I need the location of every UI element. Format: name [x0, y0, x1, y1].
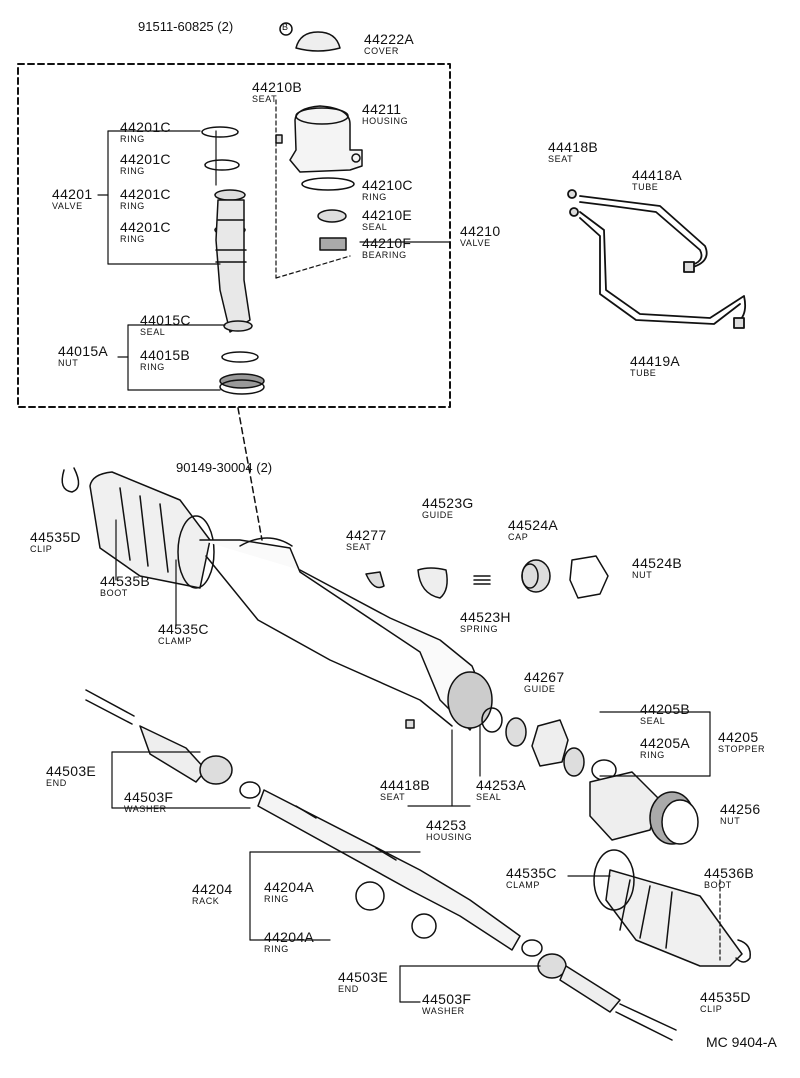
ring-2-part [204, 159, 240, 171]
clamp-44535c-part [177, 515, 215, 589]
rack-44204-part [257, 789, 521, 951]
ring-44204a-upper-part [355, 881, 385, 911]
clamp-right-part [593, 849, 635, 911]
seal-44205b-part [563, 747, 585, 777]
bearing-44210f-part [319, 237, 347, 251]
seal-44015c-part [223, 320, 253, 332]
ring-1-part [201, 126, 239, 138]
seal-44210e-part [317, 209, 347, 223]
nut-44256-part [649, 791, 699, 845]
seat-44277-part [365, 571, 385, 589]
screw-ref-middle: 90149-30004 (2) [176, 460, 273, 475]
washer-right-part [521, 939, 543, 957]
seat-44210b-part [275, 134, 283, 144]
guide-44523g-part [417, 567, 448, 599]
spring-44523h-part [473, 575, 491, 585]
washer-left-part [239, 781, 261, 799]
gear-housing-part [199, 537, 487, 731]
circle-b-marker [279, 22, 293, 36]
seal-44253a-inner-part [505, 717, 527, 747]
guide-44267-part [531, 719, 569, 767]
ring-44204a-lower-part [411, 913, 437, 939]
ring-44015b-part [221, 351, 259, 363]
housing-bore [447, 671, 493, 729]
tie-rod-end-left-part [85, 689, 233, 785]
valve-to-housing-dashline [237, 407, 263, 541]
nut-44015a-part [219, 373, 265, 395]
cover-44222a-part [295, 31, 341, 52]
ring-44210c-part [301, 177, 355, 191]
cap-44524a-part [521, 559, 551, 593]
stopper-44205-part [589, 771, 661, 841]
seat-44418b-part [405, 719, 415, 729]
housing-44211-part [289, 105, 363, 173]
valve-group-brackets [97, 99, 451, 391]
circle-b-label: B [282, 22, 289, 32]
screw-ref-top: 91511-60825 (2) [138, 19, 234, 34]
boot-44536b-part [605, 869, 743, 967]
valve-44201-part [215, 199, 251, 333]
diagram-code: MC 9404-A [706, 1034, 777, 1050]
tubes-44418a-44419a-part [567, 189, 747, 329]
seal-ring-44253a-part [481, 707, 503, 733]
clip-right-part [735, 939, 751, 963]
lower-bracket-lines [111, 519, 721, 1003]
boot-44535b-part [89, 471, 211, 589]
valve-assembly-box [17, 63, 451, 408]
clip-44535d-part [61, 467, 80, 493]
tie-rod-end-right-part [537, 953, 677, 1041]
ring-3-part [214, 189, 246, 201]
nut-44524b-part [569, 555, 609, 599]
